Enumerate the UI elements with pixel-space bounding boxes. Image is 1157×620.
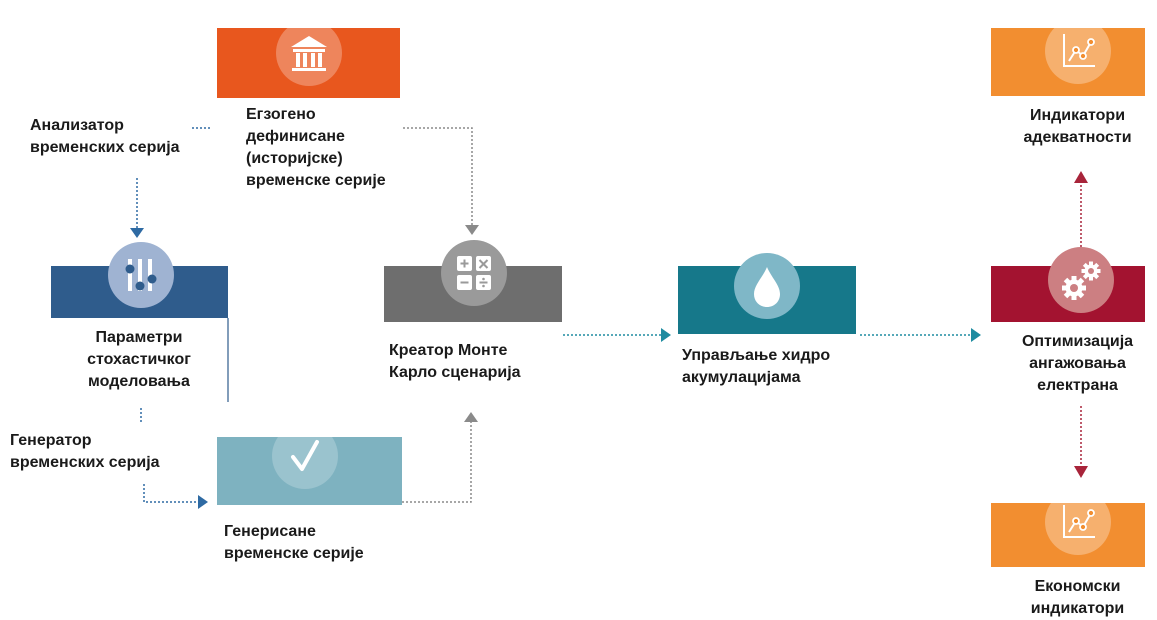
gears-icon [1062, 261, 1101, 300]
exogenous-label: Егзогено дефинисане (историјске) временс… [246, 106, 386, 189]
parameters-icon [125, 259, 157, 291]
arrowhead-hydro [661, 328, 671, 342]
hydro-circle [734, 253, 800, 319]
arrowhead-montecarlo-bottom [464, 412, 478, 422]
calculator-icon [457, 256, 491, 290]
bank-icon [291, 36, 327, 71]
arrowhead-adequacy [1074, 171, 1088, 183]
arrowhead-optimization [971, 328, 981, 342]
arrowhead-montecarlo-top [465, 225, 479, 235]
line-chart-icon [1063, 505, 1095, 538]
montecarlo-label: Креатор Монте Карло сценарија [389, 342, 521, 381]
parameters-label: Параметри стохастичког моделовања [87, 329, 191, 390]
water-drop-icon [754, 267, 780, 307]
arrowhead-economic [1074, 466, 1088, 478]
parameters-circle [108, 242, 174, 308]
arrowhead-generated [198, 495, 208, 509]
connector-generated-to-montecarlo [402, 422, 472, 503]
line-chart-icon [1063, 34, 1095, 67]
generated-circle [272, 423, 338, 489]
exogenous-circle [276, 20, 342, 86]
generator-label: Генератор временских серија [10, 432, 160, 471]
hydro-label: Управљање хидро акумулацијама [682, 347, 831, 386]
generated-label: Генерисане временске серије [224, 523, 364, 562]
adequacy-bar [991, 28, 1145, 96]
optimization-circle [1048, 247, 1114, 313]
connector-generator-to-generated [143, 484, 198, 503]
generated-bar [217, 437, 402, 505]
economic-circle [1045, 489, 1111, 555]
montecarlo-circle [441, 240, 507, 306]
economic-bar [991, 503, 1145, 567]
arrowhead-parameters [130, 228, 144, 238]
economic-label: Економски индикатори [1030, 578, 1125, 617]
checkmark-icon [291, 440, 319, 471]
optimization-label: Оптимизација ангажовања електрана [1021, 333, 1134, 394]
connector-exogenous-to-montecarlo [403, 127, 473, 225]
analyzer-label: Анализатор временских серија [30, 117, 180, 156]
adequacy-label: Индикатори адекватности [1023, 107, 1132, 146]
adequacy-circle [1045, 18, 1111, 84]
